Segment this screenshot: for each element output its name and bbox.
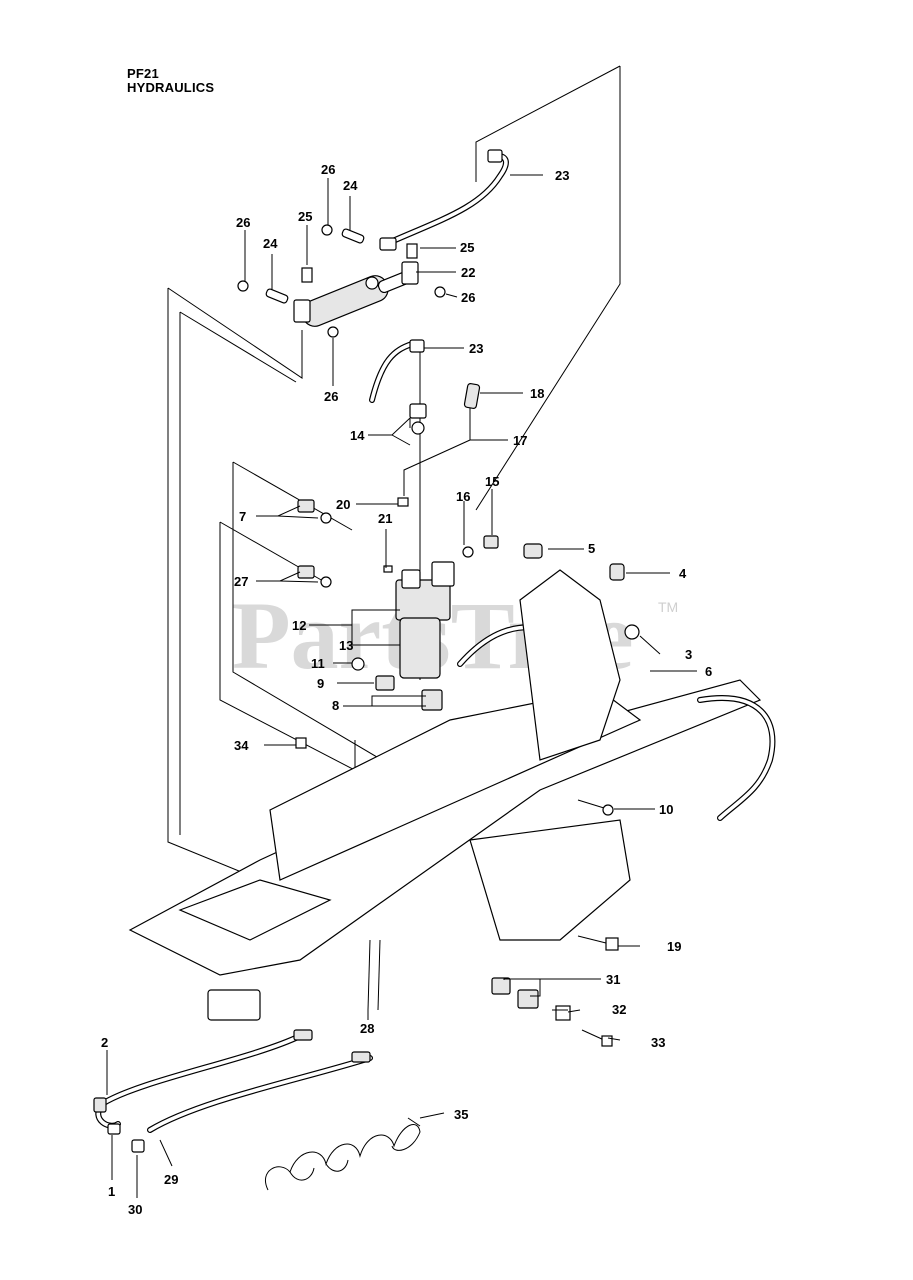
hose-middle: [369, 339, 425, 403]
callout-1: 1: [108, 1184, 115, 1199]
callout-23-middle: 23: [469, 341, 483, 356]
callout-16: 16: [456, 489, 470, 504]
callout-26-right: 26: [461, 290, 475, 305]
callout-6: 6: [705, 664, 712, 679]
tractor-frame: [128, 569, 776, 1021]
page-code: PF21: [127, 66, 159, 81]
callout-12: 12: [292, 618, 306, 633]
callout-21: 21: [378, 511, 392, 526]
callout-5: 5: [588, 541, 595, 556]
callout-34: 34: [234, 738, 249, 753]
callout-2: 2: [101, 1035, 108, 1050]
callout-27: 27: [234, 574, 248, 589]
watermark-trademark: TM: [658, 599, 678, 615]
protective-coil: [265, 1117, 421, 1191]
lower-hoses: [93, 939, 381, 1153]
callout-32: 32: [612, 1002, 626, 1017]
callout-10: 10: [659, 802, 673, 817]
callout-11: 11: [311, 656, 325, 671]
section-title: HYDRAULICS: [127, 80, 215, 95]
callout-14: 14: [350, 428, 365, 443]
callout-20: 20: [336, 497, 350, 512]
callout-18: 18: [530, 386, 544, 401]
pins-and-clips: [237, 224, 446, 338]
callout-9: 9: [317, 676, 324, 691]
callout-30: 30: [128, 1202, 142, 1217]
callout-8: 8: [332, 698, 339, 713]
callout-26-top: 26: [321, 162, 335, 177]
hose-upper: [379, 149, 509, 251]
fittings: [297, 499, 640, 640]
callout-3: 3: [685, 647, 692, 662]
callout-29: 29: [164, 1172, 178, 1187]
callout-26-bottom: 26: [324, 389, 338, 404]
callout-7: 7: [239, 509, 246, 524]
valve-block: [383, 383, 481, 679]
brackets-and-bolts: [295, 657, 619, 1047]
callout-25-left: 25: [298, 209, 312, 224]
callout-26-left: 26: [236, 215, 250, 230]
callout-28: 28: [360, 1021, 374, 1036]
hydraulic-cylinder: [293, 261, 419, 327]
callout-24-right: 24: [343, 178, 358, 193]
callout-15: 15: [485, 474, 499, 489]
callout-4: 4: [679, 566, 687, 581]
callout-24-left: 24: [263, 236, 278, 251]
callout-35: 35: [454, 1107, 468, 1122]
leader-lines: [106, 174, 697, 1198]
callout-33: 33: [651, 1035, 665, 1050]
callout-19: 19: [667, 939, 681, 954]
callout-22: 22: [461, 265, 475, 280]
callout-labels: 1 2 3 4 5 6 7 8 9 10 11 12 13 14 15 16 1…: [101, 162, 712, 1217]
callout-23-upper: 23: [555, 168, 569, 183]
callout-13: 13: [339, 638, 353, 653]
callout-17: 17: [513, 433, 527, 448]
callout-31: 31: [606, 972, 620, 987]
callout-25-right: 25: [460, 240, 474, 255]
grouping-frames: [167, 65, 621, 901]
